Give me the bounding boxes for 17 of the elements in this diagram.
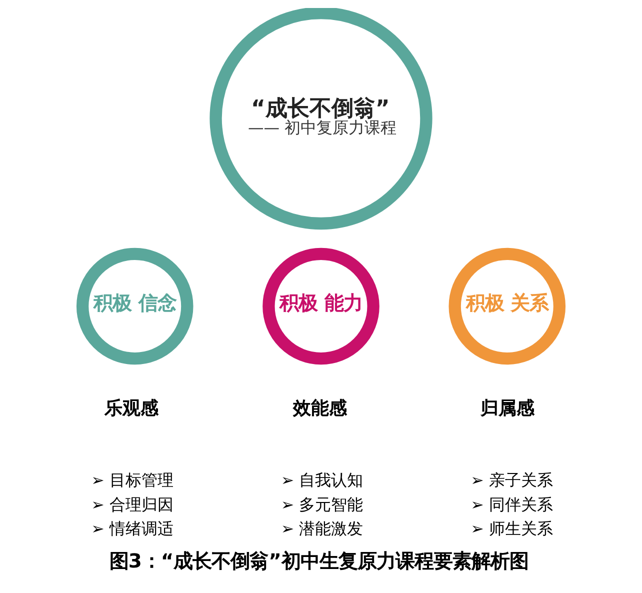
label: ➢ 目标管理 xyxy=(91,470,174,490)
node-circle: “成长不倒翁” —— 初中复原力课程 xyxy=(210,8,432,230)
label: ➢ 亲子关系 xyxy=(470,470,553,490)
label: ➢ 师生关系 xyxy=(470,519,553,538)
label: ➢ 情绪调适 xyxy=(91,519,174,538)
label: ➢ 潜能激发 xyxy=(280,519,364,538)
label: ➢ 同伴关系 xyxy=(470,494,553,514)
node-circle: 积极 能力 xyxy=(262,248,380,365)
node-label: 效能感 xyxy=(293,398,348,419)
node-label: 乐观感 xyxy=(104,398,158,419)
label: ➢ 合理归因 xyxy=(91,494,174,514)
node-circle: 积极 关系 xyxy=(448,248,566,365)
caption: 图3：“成长不倒翁”初中生复原力课程要素解析图 xyxy=(109,550,528,573)
node-circle: 积极 信念 xyxy=(76,248,194,365)
label: ➢ 自我认知 xyxy=(280,470,364,490)
label: ➢ 多元智能 xyxy=(280,494,364,514)
node-label: 归属感 xyxy=(480,398,534,419)
